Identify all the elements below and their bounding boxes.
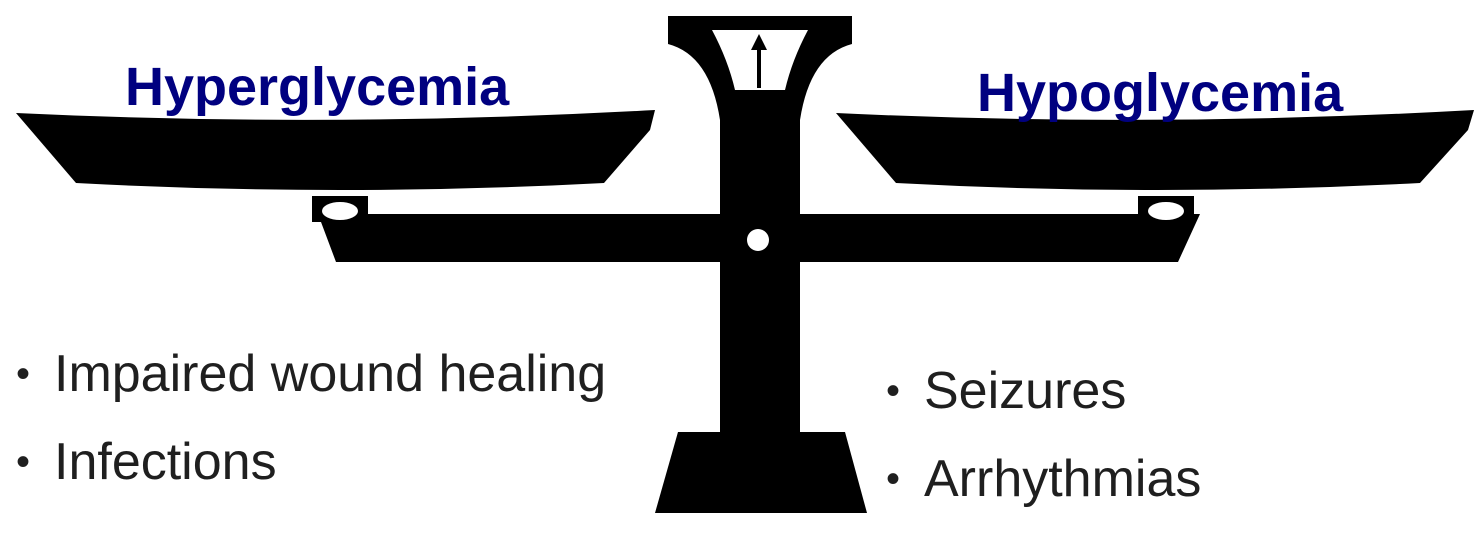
list-item: Infections xyxy=(16,436,606,524)
scale-base xyxy=(655,432,867,513)
hyperglycemia-title: Hyperglycemia xyxy=(125,60,509,114)
list-item: Seizures xyxy=(886,365,1201,453)
right-pan-support xyxy=(1138,196,1194,222)
list-item: Impaired wound healing xyxy=(16,348,606,436)
pivot-hole xyxy=(747,229,769,251)
left-pan-support xyxy=(312,196,368,222)
left-pan xyxy=(16,110,655,190)
hypoglycemia-effects-list: Seizures Arrhythmias xyxy=(886,365,1201,541)
hyperglycemia-effects-list: Impaired wound healing Infections xyxy=(16,348,606,524)
hypoglycemia-title: Hypoglycemia xyxy=(977,66,1343,120)
list-item: Arrhythmias xyxy=(886,453,1201,541)
